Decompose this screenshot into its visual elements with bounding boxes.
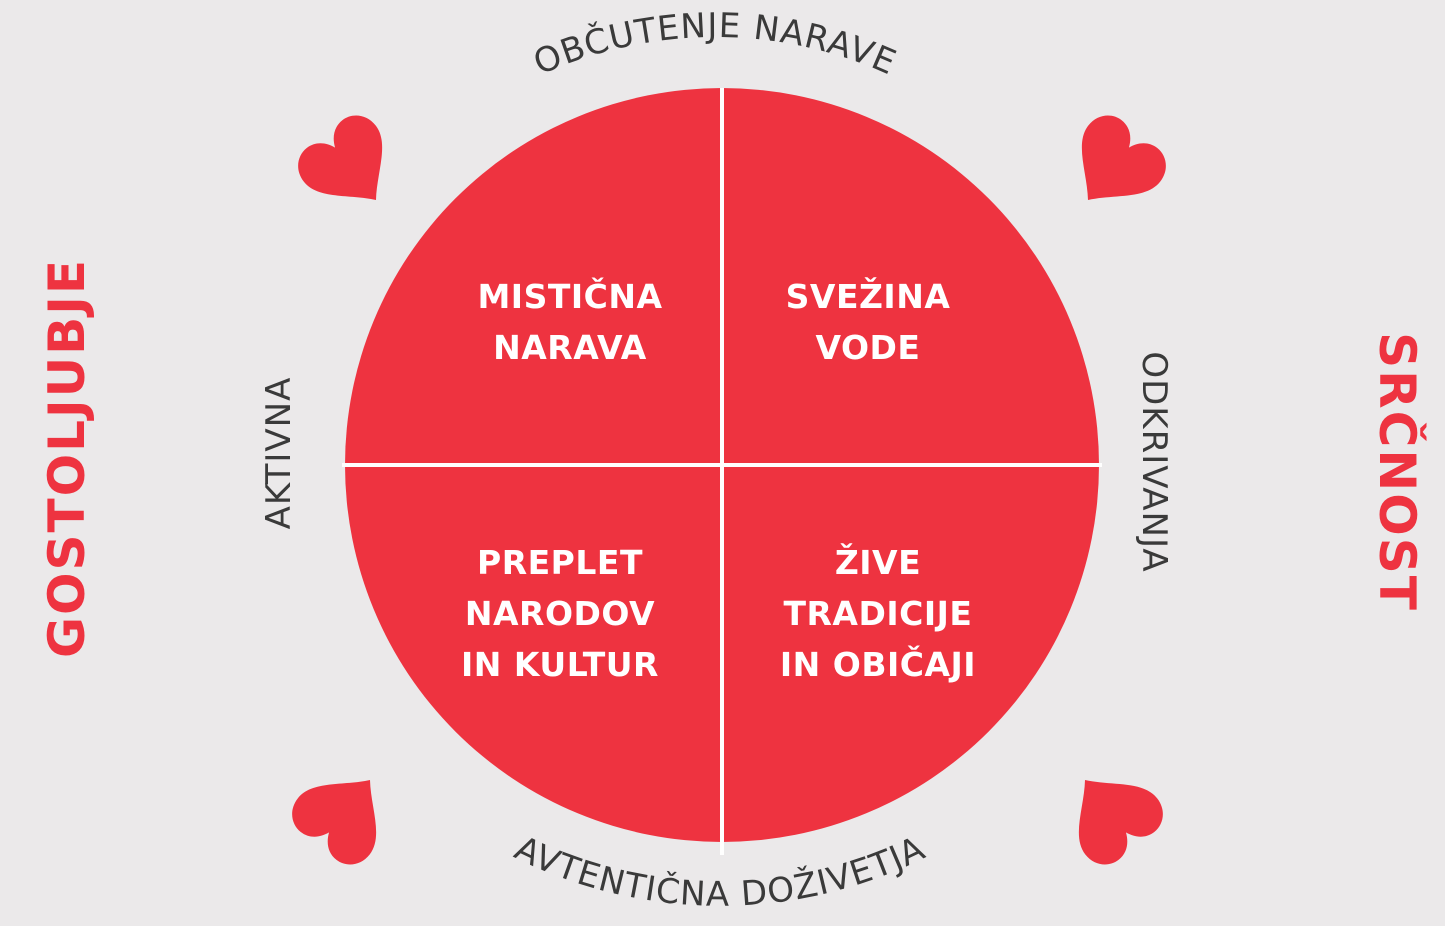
quadrant-bottom-right-line2: TRADICIJE [784,594,973,633]
quadrant-bottom-left: PREPLET NARODOV IN KULTUR [461,543,659,684]
quadrant-top-right-line1: SVEŽINA [786,276,951,316]
side-label-right-outer: SRČNOST [1368,332,1427,612]
heart-icon-bottom-left [282,751,406,874]
quadrant-top-left: MISTIČNA NARAVA [477,276,662,367]
heart-icon-bottom-right [1049,751,1173,874]
side-label-left-outer: GOSTOLJUBJE [38,258,96,658]
quadrant-top-right-line2: VODE [816,328,921,367]
quadrant-bottom-right-line1: ŽIVE [835,542,921,582]
heart-icon-top-right [1052,106,1176,229]
quadrant-top-right: SVEŽINA VODE [786,276,951,367]
heart-icon-top-left [288,106,412,229]
quadrant-top-left-line1: MISTIČNA [477,276,662,316]
quadrant-bottom-left-line1: PREPLET [477,543,643,582]
quadrant-bottom-left-line2: NARODOV [465,594,655,633]
quadrant-bottom-left-line3: IN KULTUR [461,645,659,684]
quadrant-top-left-line2: NARAVA [493,328,647,367]
quadrant-bottom-right: ŽIVE TRADICIJE IN OBIČAJI [780,542,976,684]
arc-label-top: OBČUTENJE NARAVE [528,6,902,83]
side-label-right-inner: ODKRIVANJA [1134,351,1174,572]
quadrant-bottom-right-line3: IN OBIČAJI [780,644,976,684]
side-label-left-inner: AKTIVNA [259,377,299,530]
